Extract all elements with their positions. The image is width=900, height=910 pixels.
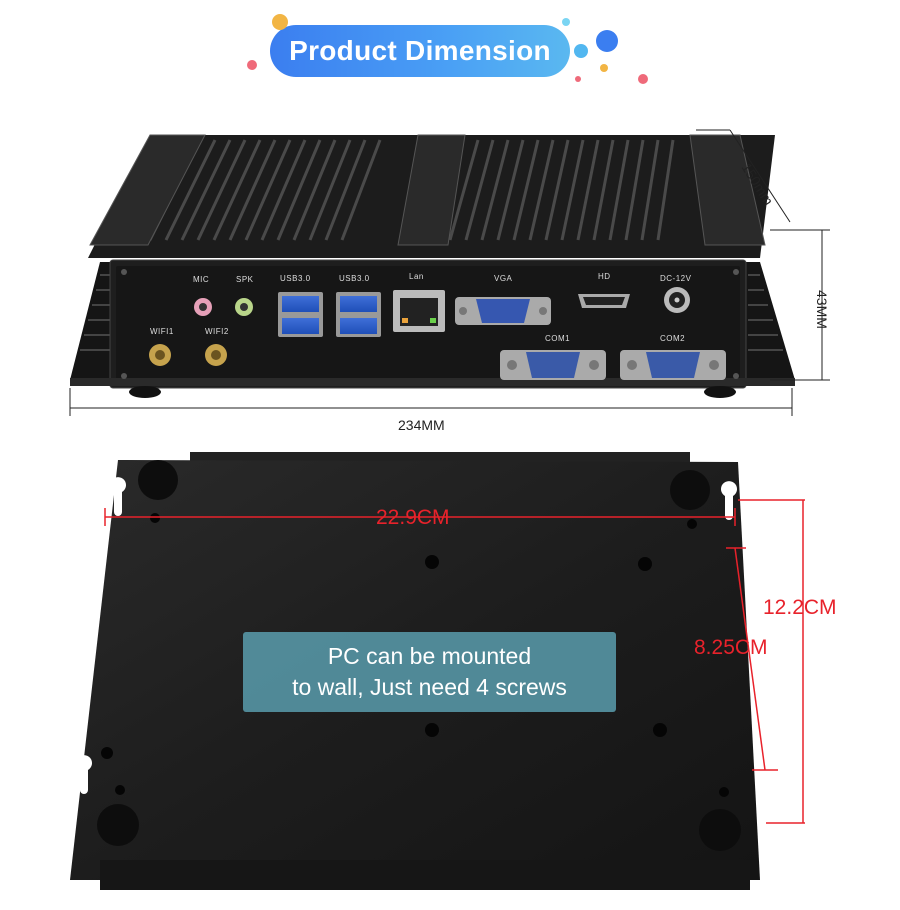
port-label-wifi1: WIFI1 [150,327,174,336]
inner-height-dimension-label: 8.25CM [694,636,768,659]
decor-dot [600,64,608,72]
decor-dot [574,44,588,58]
port-label-hd: HD [598,272,611,281]
port-label-lan: Lan [409,272,424,281]
port-label-vga: VGA [494,274,513,283]
decor-dot [247,60,257,70]
wall-mount-message-line1: PC can be mounted [327,643,532,669]
page-title: Product Dimension [289,35,551,66]
width-dimension-label: 234MM [398,417,445,433]
port-label-usb1: USB3.0 [280,274,311,283]
port-label-com1: COM1 [545,334,571,343]
port-label-mic: MIC [193,275,210,284]
decor-dot [638,74,648,84]
port-label-wifi2: WIFI2 [205,327,229,336]
decor-dot [575,76,581,82]
decor-dot [562,18,570,26]
decor-dot [596,30,618,52]
port-label-usb2: USB3.0 [339,274,370,283]
wall-mount-message: PC can be mounted to wall, Just need 4 s… [243,632,616,712]
device-front-view [69,129,830,416]
outer-height-dimension-label: 12.2CM [763,596,837,619]
decor-dot [272,14,288,30]
port-label-com2: COM2 [660,334,686,343]
height-dimension-label: 43MM [814,290,830,329]
port-label-spk: SPK [236,275,254,284]
port-label-dc: DC-12V [660,274,692,283]
wall-mount-message-line2: to wall, Just need 4 screws [292,674,567,700]
page-title-banner: Product Dimension [270,25,570,77]
bottom-width-dimension-label: 22.9CM [376,506,450,529]
